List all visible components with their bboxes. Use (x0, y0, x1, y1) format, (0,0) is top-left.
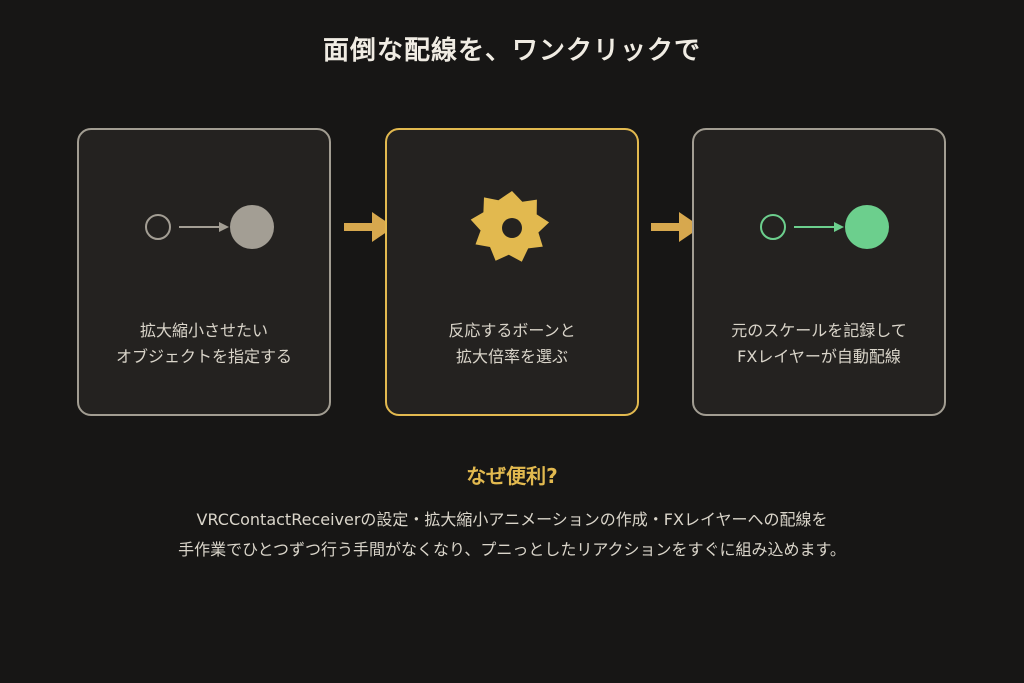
step-line: 拡大倍率を選ぶ (455, 347, 568, 366)
arrow-right-icon (651, 212, 701, 242)
step-line: 元のスケールを記録して (731, 321, 907, 340)
step-description: 反応するボーンと 拡大倍率を選ぶ (387, 318, 637, 370)
gear-icon (470, 191, 550, 262)
step-description: 元のスケールを記録して FXレイヤーが自動配線 (694, 318, 944, 370)
why-heading: なぜ便利? (466, 464, 558, 488)
step-card-auto-wiring: 元のスケールを記録して FXレイヤーが自動配線 (692, 128, 946, 416)
step-line: 反応するボーンと (448, 321, 576, 340)
description-line: VRCContactReceiverの設定・拡大縮小アニメーションの作成・FXレ… (196, 510, 828, 529)
step-line: 拡大縮小させたい (139, 321, 268, 340)
step-line: オブジェクトを指定する (115, 347, 292, 366)
step-card-select-bone: 反応するボーンと 拡大倍率を選ぶ (385, 128, 639, 416)
circle-arrow-icon (760, 205, 889, 249)
arrow-right-icon (344, 212, 394, 242)
circle-arrow-icon (145, 205, 274, 249)
step-card-select-object: 拡大縮小させたい オブジェクトを指定する (77, 128, 331, 416)
page-title: 面倒な配線を、ワンクリックで (322, 36, 701, 66)
step-description: 拡大縮小させたい オブジェクトを指定する (79, 318, 329, 370)
step-line: FXレイヤーが自動配線 (737, 347, 901, 366)
description-line: 手作業でひとつずつ行う手間がなくなり、プニっとしたリアクションをすぐに組み込めま… (178, 540, 846, 559)
why-description: VRCContactReceiverの設定・拡大縮小アニメーションの作成・FXレ… (0, 505, 1024, 565)
